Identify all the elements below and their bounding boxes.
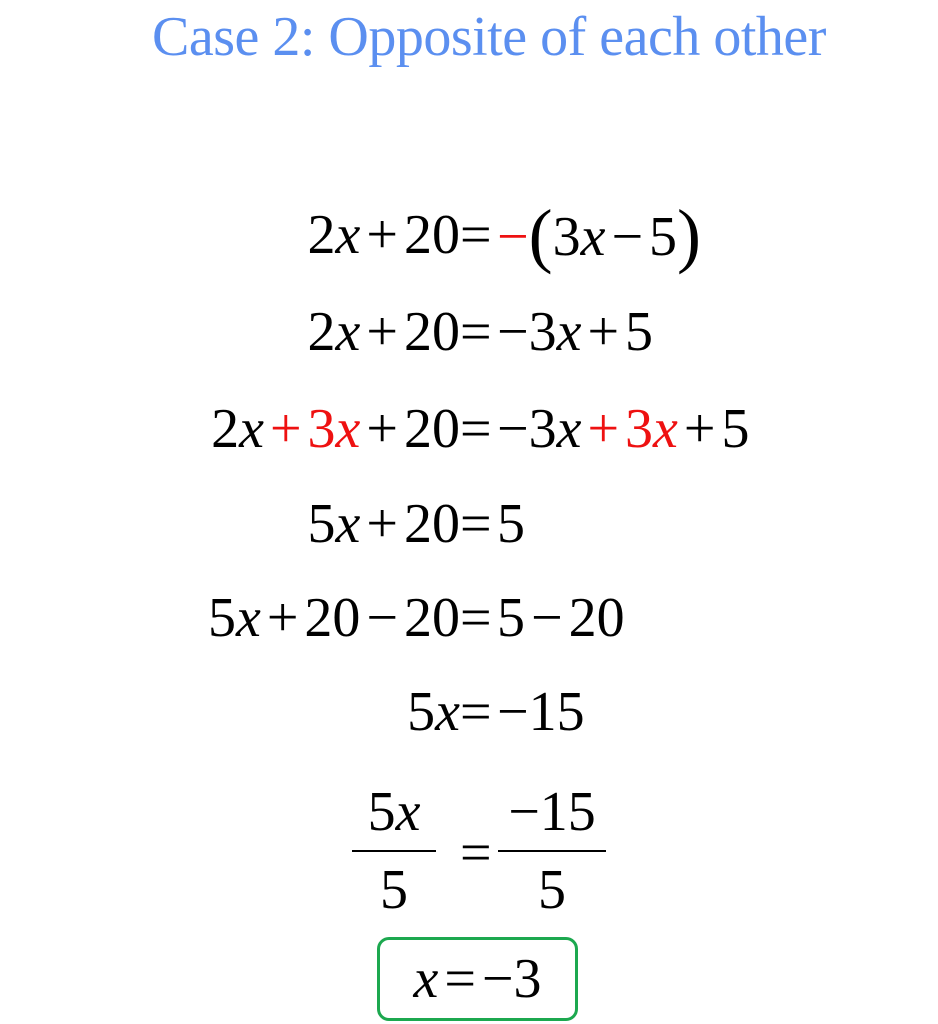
equation-step-1: 2x+20 = −(3x−5) — [0, 195, 938, 275]
equation-step-2: 2x+20 = −3x+5 — [0, 292, 938, 372]
equals-sign: = — [460, 398, 492, 460]
answer-equals: = — [444, 948, 476, 1010]
equals-sign: = — [460, 681, 492, 743]
fraction-bar — [498, 850, 606, 852]
equation-step-6: 5x = −15 — [0, 672, 938, 752]
step-4-lhs: 5x+20 — [307, 493, 460, 555]
step-3-lhs: 2x+3x+20 — [211, 398, 460, 460]
equation-step-3: 2x+3x+20 = −3x+3x+5 — [0, 389, 938, 469]
step-2-lhs: 2x+20 — [307, 301, 460, 363]
highlighted-negation: − — [497, 206, 529, 268]
step-6-rhs: −15 — [497, 681, 585, 743]
step-4-rhs: 5 — [497, 493, 525, 555]
step-6-lhs: 5x — [407, 681, 460, 743]
equals-sign: = — [460, 822, 492, 884]
step-3-rhs: −3x+3x+5 — [497, 398, 750, 460]
fraction-rhs: −15 5 — [498, 780, 606, 922]
step-5-lhs: 5x+20−20 — [207, 587, 460, 649]
step-5-rhs: 5−20 — [497, 587, 625, 649]
equals-sign: = — [460, 301, 492, 363]
highlighted-add-term: + — [587, 398, 620, 460]
equals-sign: = — [460, 493, 492, 555]
step-1-rhs: −(3x−5) — [497, 195, 702, 275]
equals-sign: = — [460, 587, 492, 649]
highlighted-add-term: + — [269, 398, 302, 460]
equation-step-5: 5x+20−20 = 5−20 — [0, 578, 938, 658]
fraction-equals: = — [0, 813, 938, 893]
equals-sign: = — [460, 204, 492, 266]
equation-step-4: 5x+20 = 5 — [0, 484, 938, 564]
answer-variable: x — [413, 948, 439, 1010]
page-title: Case 2: Opposite of each other — [152, 6, 826, 68]
answer-box: x=−3 — [377, 937, 578, 1021]
fraction-lhs: 5x 5 — [352, 780, 436, 922]
answer-value: −3 — [481, 948, 542, 1010]
step-1-lhs: 2x+20 — [307, 204, 460, 266]
step-2-rhs: −3x+5 — [497, 301, 654, 363]
fraction-bar — [352, 850, 436, 852]
